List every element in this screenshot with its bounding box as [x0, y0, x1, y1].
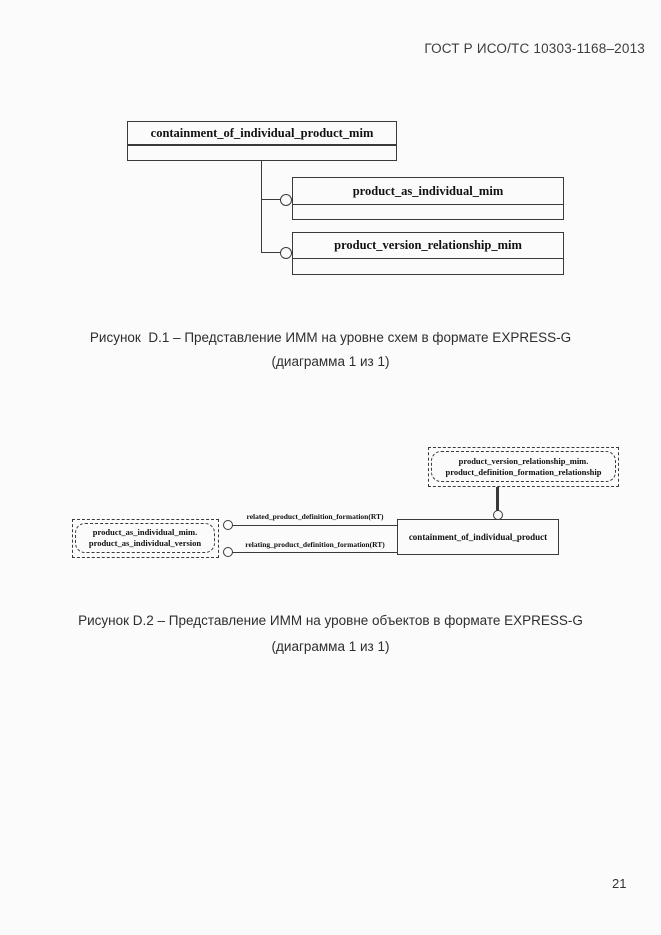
- schema-box-label: containment_of_individual_product_mim: [128, 122, 396, 146]
- tree-branch-line-2: [261, 252, 281, 253]
- relation-line-related: [232, 525, 397, 526]
- schema-box-label: product_version_relationship_mim: [293, 233, 563, 259]
- interschema-ref-label-line1: product_version_relationship_mim.: [458, 455, 589, 466]
- figure-d1-caption-line2: (диаграмма 1 из 1): [271, 354, 390, 369]
- figure-d2-caption-line2: (диаграмма 1 из 1): [271, 639, 390, 654]
- tree-branch-line-1: [261, 199, 281, 200]
- relation-label-related: related_product_definition_formation(RT): [246, 512, 384, 521]
- entity-box-label: containment_of_individual_product: [408, 532, 548, 542]
- figure-d1-caption-line1: Рисунок D.1 – Представление ИММ на уровн…: [89, 330, 572, 345]
- schema-box-label: product_as_individual_mim: [293, 178, 563, 205]
- page-number: 21: [612, 876, 627, 891]
- interschema-ref-label-line2: product_as_individual_version: [88, 538, 202, 548]
- tree-vertical-line: [261, 161, 262, 253]
- interschema-ref-label-line2: product_definition_formation_relationshi…: [445, 466, 602, 477]
- interschema-ref-box-left-inner: product_as_individual_mim. product_as_in…: [75, 523, 215, 553]
- document-standard-reference: ГОСТ Р ИСО/ТС 10303-1168–2013: [424, 41, 645, 56]
- figure-d2-caption-line1: Рисунок D.2 – Представление ИММ на уровн…: [78, 613, 583, 628]
- schema-box-product-as-individual-mim: product_as_individual_mim: [292, 177, 564, 220]
- schema-box-containment-mim: containment_of_individual_product_mim: [127, 121, 397, 161]
- relation-label-relating: relating_product_definition_formation(RT…: [245, 540, 385, 549]
- circle-connector-icon: [280, 194, 292, 206]
- interschema-ref-box-top-inner: product_version_relationship_mim. produc…: [431, 451, 616, 482]
- entity-box-containment-of-individual-product: containment_of_individual_product: [397, 519, 559, 555]
- thick-attribute-line: [496, 487, 499, 511]
- interschema-ref-label-line1: product_as_individual_mim.: [92, 527, 198, 537]
- schema-box-product-version-relationship-mim: product_version_relationship_mim: [292, 232, 564, 275]
- circle-connector-icon: [280, 247, 292, 259]
- relation-line-relating: [232, 552, 397, 553]
